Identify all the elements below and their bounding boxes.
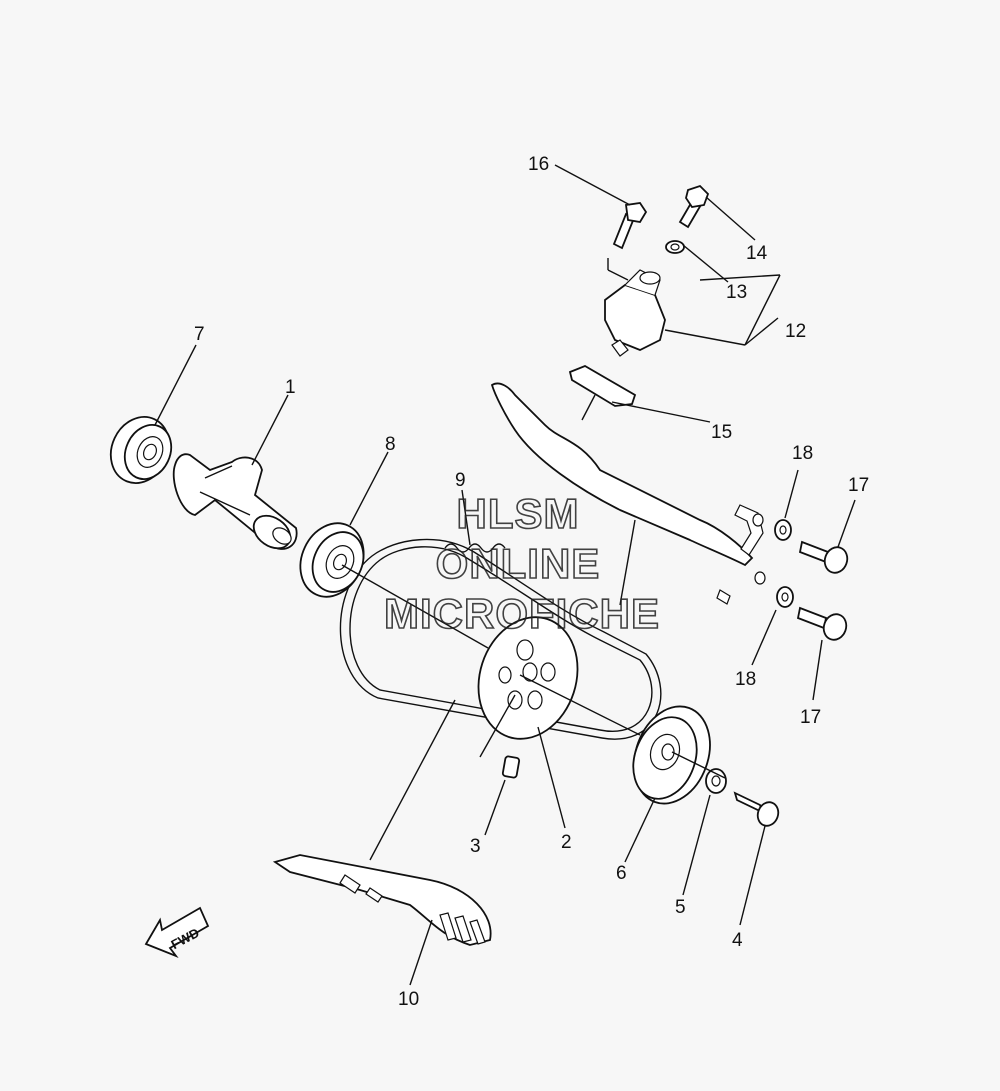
callout-labels: 7 1 8 9 2 3 6 5 4 10 16 14 13 12 15 18 1…: [194, 154, 869, 1010]
washer-18-upper[interactable]: [774, 519, 792, 541]
bearing-7[interactable]: [100, 407, 180, 492]
callout-2: 2: [561, 832, 572, 853]
fwd-arrow-icon: FWD: [144, 906, 210, 959]
callout-8: 8: [385, 434, 396, 455]
callout-1: 1: [285, 377, 296, 398]
callout-17-lower: 17: [800, 707, 821, 728]
callout-17-upper: 17: [848, 475, 869, 496]
callout-7: 7: [194, 324, 205, 345]
callout-15: 15: [711, 422, 732, 443]
bolt-16[interactable]: [612, 202, 648, 250]
o-ring-13[interactable]: [665, 240, 685, 254]
bolt-4[interactable]: [733, 791, 782, 829]
gasket-15[interactable]: [568, 365, 637, 407]
watermark: HLSM ONLINE MICROFICHE: [383, 489, 660, 638]
callout-3: 3: [470, 836, 481, 857]
callout-10: 10: [398, 989, 419, 1010]
callout-5: 5: [675, 897, 686, 918]
callout-18-lower: 18: [735, 669, 756, 690]
camshaft-1[interactable]: [172, 453, 298, 555]
cam-sprocket-2[interactable]: [463, 604, 593, 752]
timing-chain[interactable]: [339, 538, 662, 740]
leader-lines: [154, 164, 856, 986]
callout-13: 13: [726, 282, 747, 303]
callout-18-upper: 18: [792, 443, 813, 464]
chain-guide-10[interactable]: [272, 854, 492, 946]
bolt-17-lower[interactable]: [796, 606, 850, 643]
callout-12: 12: [785, 321, 806, 342]
bolt-17-upper[interactable]: [798, 540, 851, 576]
tensioner-12[interactable]: [604, 269, 666, 357]
watermark-line1: HLSM: [457, 490, 580, 537]
bearing-8[interactable]: [289, 513, 375, 607]
washer-5[interactable]: [705, 768, 727, 794]
pin-3[interactable]: [501, 755, 521, 779]
watermark-line2: ONLINE: [436, 540, 601, 587]
callout-6: 6: [616, 863, 627, 884]
callout-14: 14: [746, 243, 768, 264]
callout-4: 4: [732, 930, 743, 951]
callout-9: 9: [455, 470, 466, 491]
watermark-line3: MICROFICHE: [384, 590, 660, 637]
bolt-14[interactable]: [678, 184, 710, 229]
callout-16: 16: [528, 154, 549, 175]
gear-6[interactable]: [621, 696, 723, 815]
chain-guide-upper[interactable]: [490, 382, 766, 605]
washer-18-lower[interactable]: [776, 586, 794, 608]
